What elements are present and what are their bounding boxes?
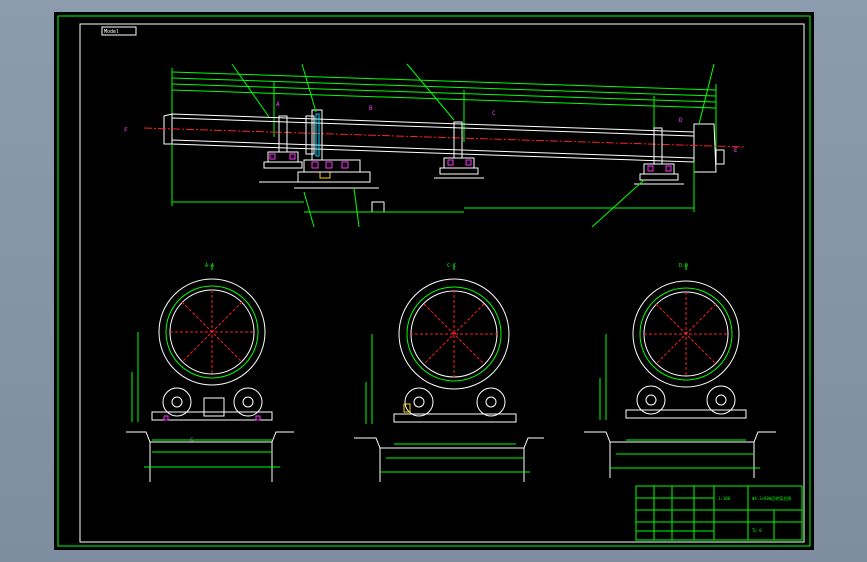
section-marker-a: A <box>276 101 280 108</box>
drive-station <box>294 159 385 213</box>
support-station-1 <box>259 151 309 183</box>
outer-frame <box>57 15 811 547</box>
section-view-a: A-A <box>126 263 294 482</box>
section-marker-e: E <box>734 147 738 154</box>
section-marker-c: C <box>492 110 496 117</box>
inner-frame <box>79 23 805 543</box>
section-marker-b: B <box>369 105 373 112</box>
support-station-3 <box>634 163 684 185</box>
cad-drawing: Model <box>57 15 811 547</box>
model-tab-label: Model <box>104 29 119 35</box>
title-block: Φ4.3×60m回转窑总图 1:100 TL-0 <box>635 485 803 541</box>
section-a-label: A-A <box>205 263 214 269</box>
cad-viewport[interactable]: Model <box>54 12 814 550</box>
section-marker-f: F <box>124 127 128 134</box>
model-tab[interactable] <box>101 26 137 36</box>
title-block-scale: 1:100 <box>718 496 731 501</box>
section-c-label: C-C <box>447 263 456 269</box>
title-block-title: Φ4.3×60m回转窑总图 <box>752 495 791 501</box>
kiln-elevation: A B C D E F G <box>124 63 745 444</box>
section-marker-d: D <box>679 117 683 124</box>
section-view-c: C-C <box>354 263 544 482</box>
title-block-drawing-no: TL-0 <box>752 528 762 533</box>
section-view-d: D-D <box>584 263 776 478</box>
kiln-center-line <box>143 127 745 148</box>
section-d-label: D-D <box>679 263 688 269</box>
support-station-2 <box>434 157 484 179</box>
